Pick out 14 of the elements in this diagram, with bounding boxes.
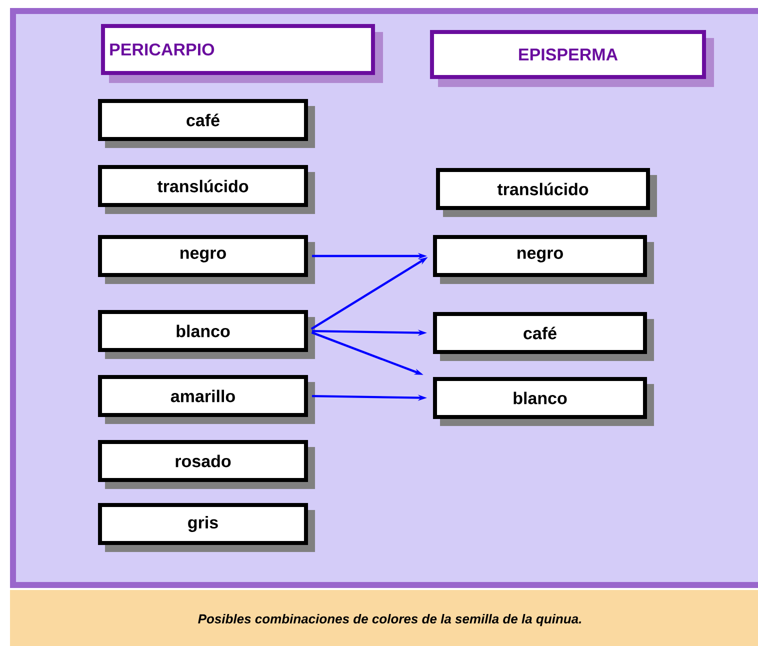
color-box: negro (433, 235, 647, 277)
color-box: translúcido (98, 165, 308, 207)
color-box: rosado (98, 440, 308, 482)
color-box: amarillo (98, 375, 308, 417)
color-box: negro (98, 235, 308, 277)
color-box: blanco (433, 377, 647, 419)
color-box: café (433, 312, 647, 354)
caption-band: Posibles combinaciones de colores de la semilla de la quinua. (10, 590, 758, 646)
column-header-box: EPISPERMA (430, 30, 706, 79)
color-box: blanco (98, 310, 308, 352)
color-box: gris (98, 503, 308, 545)
color-box: translúcido (436, 168, 650, 210)
color-box: café (98, 99, 308, 141)
column-header-box: PERICARPIO (101, 24, 375, 75)
